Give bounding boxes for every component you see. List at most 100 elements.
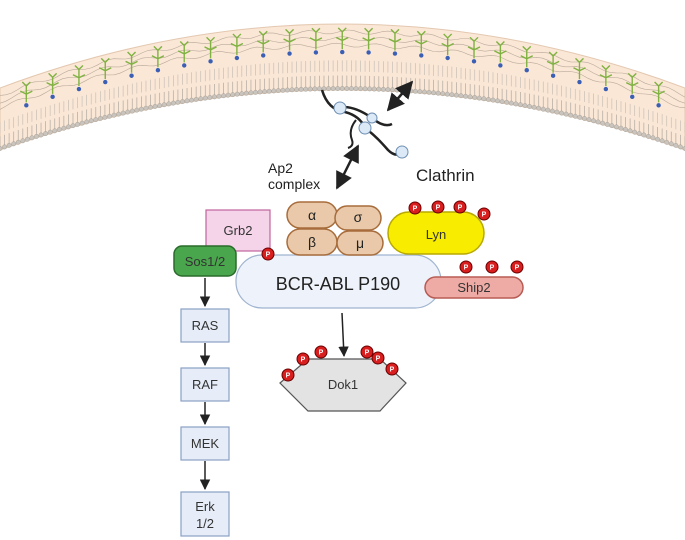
lipid-head xyxy=(454,92,459,98)
lipid-head xyxy=(248,90,254,96)
lipid-head xyxy=(595,119,601,125)
glycan xyxy=(46,72,59,94)
erk-shape xyxy=(180,491,230,537)
clathrin-ball xyxy=(333,101,347,115)
glycan xyxy=(494,40,507,63)
glycan-anchor xyxy=(155,67,161,73)
lipid-head xyxy=(586,117,592,123)
ap2-clathrin-arrow xyxy=(335,144,360,190)
sos-protein: Sos1/2 xyxy=(173,245,237,277)
lipid-head xyxy=(189,97,194,103)
lipid-head xyxy=(262,89,268,94)
glycan xyxy=(72,65,86,87)
lipid-head xyxy=(193,97,199,102)
bcr-abl-label: BCR-ABL P190 xyxy=(276,274,400,294)
lipid-head xyxy=(518,102,523,108)
lipid-head xyxy=(412,88,418,94)
ras-box: RAS xyxy=(180,308,230,343)
lipid-bilayer xyxy=(0,29,685,151)
lipid-head xyxy=(43,131,49,136)
clathrin-ball xyxy=(395,145,409,159)
phosphate-circle xyxy=(453,200,467,214)
phosphate-label: P xyxy=(464,265,469,272)
phosphate-label: P xyxy=(376,356,381,363)
clathrin-triskelion xyxy=(320,89,409,159)
glycocalyx xyxy=(19,27,665,108)
lipid-head xyxy=(458,93,464,99)
clathrin-ball xyxy=(366,112,378,124)
glycan-anchor xyxy=(76,86,82,92)
lipid-head xyxy=(79,120,85,126)
phosphate-circle xyxy=(510,260,524,274)
phosphate-group: P xyxy=(408,201,422,215)
lipid-head xyxy=(97,116,103,121)
glycan xyxy=(151,45,165,68)
phosphate-label: P xyxy=(458,205,463,212)
ap2-sigma-label: σ xyxy=(354,209,363,225)
lipid-head xyxy=(216,93,222,99)
phosphate-label: P xyxy=(266,252,271,259)
glycan xyxy=(19,81,33,103)
phosphate-group: P xyxy=(296,352,310,366)
glycan-anchor xyxy=(366,50,371,55)
lipid-head xyxy=(289,87,295,93)
lipid-head xyxy=(476,95,482,101)
lipid-head xyxy=(166,101,172,107)
lipid-head xyxy=(280,87,286,93)
ap2-sigma-subunit xyxy=(334,205,382,231)
glycan-anchor xyxy=(577,79,582,85)
grb2-shape xyxy=(205,209,271,252)
lipid-head xyxy=(467,94,473,100)
lipid-head xyxy=(34,133,39,139)
lipid-head xyxy=(161,102,167,108)
lipid-head xyxy=(38,132,44,138)
lipid-head xyxy=(102,114,108,120)
ship2-protein: Ship2 xyxy=(424,276,524,299)
lipid-head xyxy=(614,124,619,130)
phosphate-label: P xyxy=(413,206,418,213)
phosphate-group: P xyxy=(314,345,328,359)
glycan-anchor xyxy=(234,55,240,61)
lyn-protein: Lyn xyxy=(387,211,485,255)
phosphate-label: P xyxy=(286,373,291,380)
lipid-head xyxy=(435,90,441,96)
glycan xyxy=(573,57,586,80)
lipid-head xyxy=(134,107,140,113)
lipid-head xyxy=(88,118,94,124)
lipid-head xyxy=(2,144,7,150)
phosphate-label: P xyxy=(365,350,370,357)
dok1-label: Dok1 xyxy=(328,377,358,392)
lipid-head xyxy=(577,114,583,120)
bcr-to-dok1-arrow xyxy=(338,312,349,358)
lipid-head xyxy=(317,86,322,92)
phosphate-label: P xyxy=(482,212,487,219)
glycan-anchor xyxy=(445,55,450,61)
mek-shape xyxy=(180,426,230,461)
lipid-head xyxy=(339,86,345,91)
lipid-head xyxy=(230,92,236,98)
lipid-head xyxy=(600,120,606,126)
lipid-head xyxy=(266,88,272,94)
glycan xyxy=(520,45,534,68)
lipid-head xyxy=(545,107,551,113)
lipid-head xyxy=(184,98,190,104)
ap2-complex: α σ β μ xyxy=(286,201,384,256)
lipid-head xyxy=(111,112,117,118)
lipid-head xyxy=(326,86,331,91)
phosphate-circle xyxy=(371,351,385,365)
ap2-beta-label: β xyxy=(308,234,316,250)
lipid-head xyxy=(157,103,163,108)
lipid-head xyxy=(143,105,149,111)
lipid-head xyxy=(550,108,555,114)
lipid-head xyxy=(243,90,249,96)
phosphate-group: P xyxy=(281,368,295,382)
glycan xyxy=(309,27,323,50)
phosphate-group: P xyxy=(261,247,275,261)
lipid-head xyxy=(335,86,341,91)
phosphate-label: P xyxy=(301,357,306,364)
grb2-label: Grb2 xyxy=(224,223,253,238)
lipid-head xyxy=(125,109,131,115)
clathrin-label: Clathrin xyxy=(416,166,475,185)
glycan-anchor xyxy=(261,53,266,58)
glycan-anchor xyxy=(129,73,134,78)
